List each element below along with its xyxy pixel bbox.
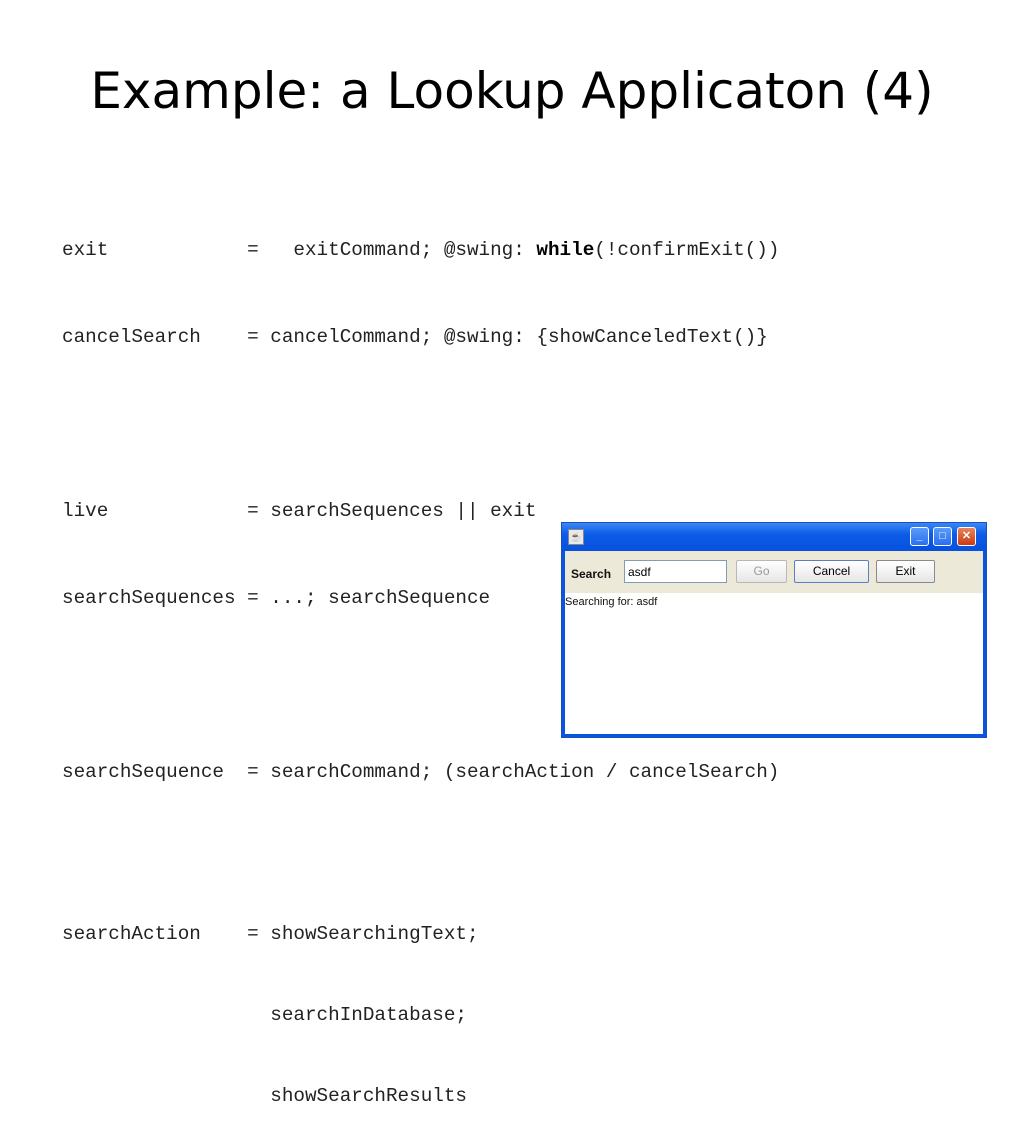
- search-toolbar: Search Go Cancel Exit: [565, 551, 983, 593]
- code-keyword: while: [536, 239, 595, 261]
- go-button[interactable]: Go: [736, 560, 787, 583]
- code-text: (!confirmExit()): [594, 239, 780, 261]
- search-input[interactable]: [624, 560, 727, 583]
- code-line-searchsequences: searchSequences = ...; searchSequence: [62, 587, 491, 609]
- code-line-exit: exit = exitCommand; @swing: while(!confi…: [62, 237, 779, 270]
- maximize-button[interactable]: □: [933, 527, 952, 546]
- close-button[interactable]: ✕: [957, 527, 976, 546]
- lookup-app-window: ☕ _ □ ✕ Search Go Cancel Exit Searching …: [561, 522, 987, 738]
- code-line-live: live = searchSequences || exit: [62, 500, 537, 522]
- minimize-button[interactable]: _: [910, 527, 929, 546]
- code-text: exit = exitCommand; @swing:: [62, 239, 537, 261]
- window-titlebar[interactable]: ☕ _ □ ✕: [562, 523, 986, 551]
- slide-title: Example: a Lookup Applicaton (4): [90, 62, 934, 120]
- exit-button[interactable]: Exit: [876, 560, 935, 583]
- code-line-searchsequence: searchSequence = searchCommand; (searchA…: [62, 761, 780, 783]
- code-blank: [62, 411, 779, 444]
- java-cup-icon[interactable]: ☕: [568, 529, 584, 545]
- code-line-showsearchresults: showSearchResults: [62, 1085, 467, 1107]
- code-line-searchindatabase: searchInDatabase;: [62, 1004, 467, 1026]
- code-line-searchaction: searchAction = showSearchingText;: [62, 923, 479, 945]
- search-label: Search: [571, 567, 612, 581]
- code-line-cancelsearch: cancelSearch = cancelCommand; @swing: {s…: [62, 326, 768, 348]
- status-text: Searching for: asdf: [565, 596, 658, 608]
- code-blank: [62, 846, 779, 867]
- cancel-button[interactable]: Cancel: [794, 560, 869, 583]
- window-client-area: Search Go Cancel Exit Searching for: asd…: [565, 551, 983, 734]
